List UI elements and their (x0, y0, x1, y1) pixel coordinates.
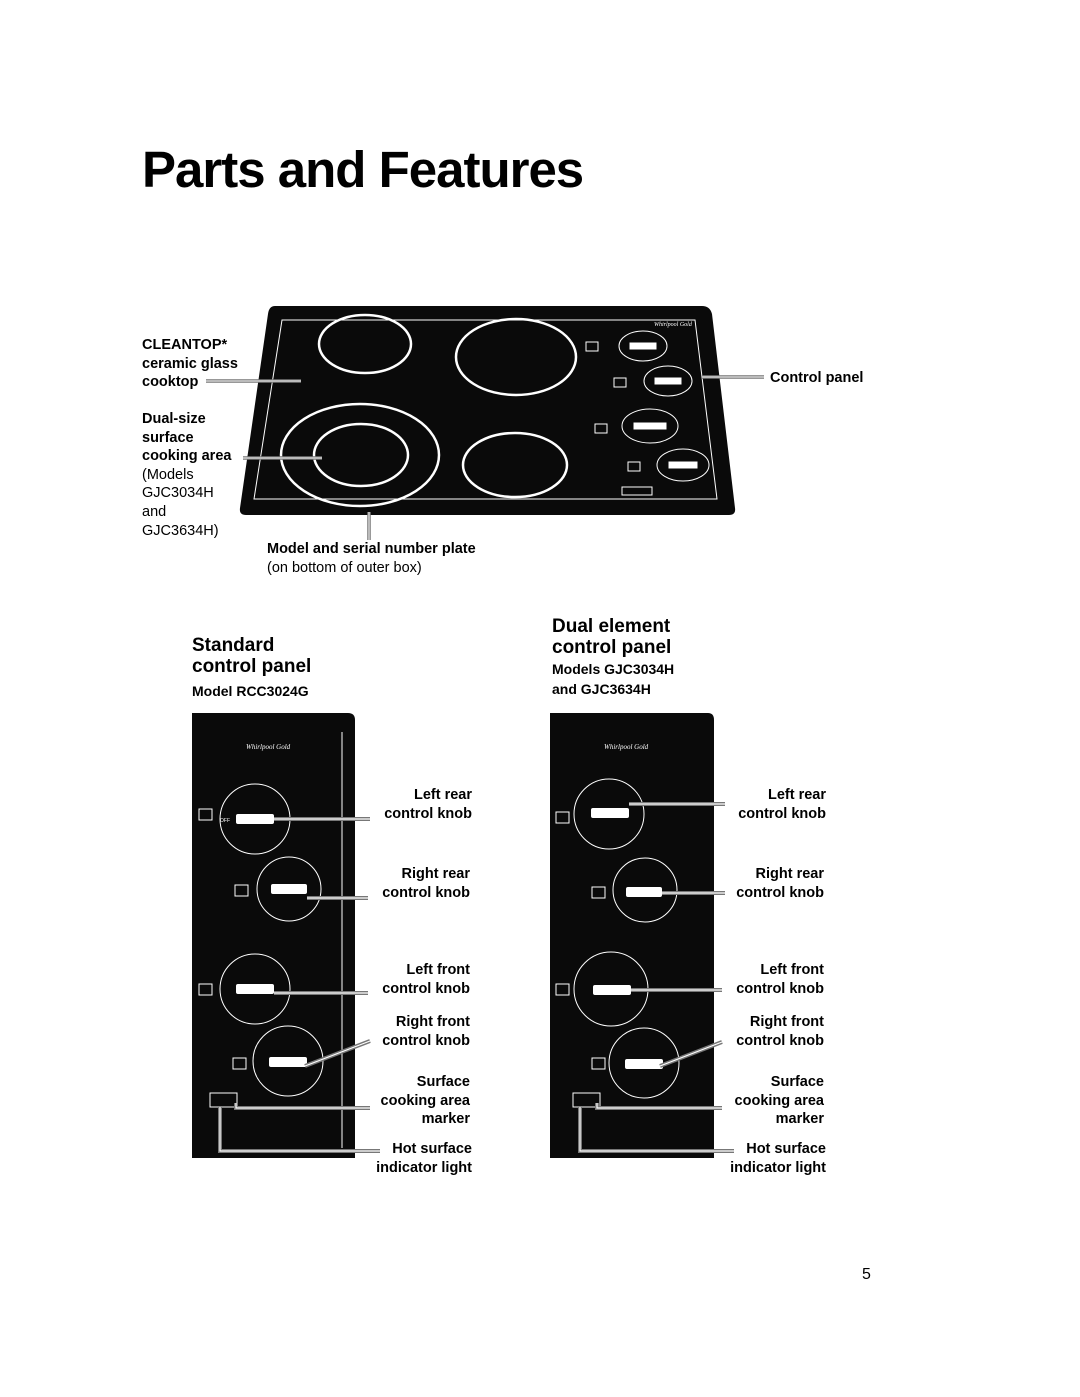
cleantop-label: CLEANTOP* ceramic glass cooktop (142, 337, 238, 391)
dual-size-label: Dual-size surface cooking area (Models G… (142, 411, 232, 539)
page-title: Parts and Features (142, 141, 584, 198)
cooktop-logo: Whirlpool Gold (654, 322, 693, 328)
control-panel-label: Control panel (770, 370, 864, 386)
burner-right-front (461, 431, 569, 499)
burner-left-front-outer (279, 402, 441, 508)
cooktop-illustration: Whirlpool Gold (206, 306, 764, 540)
standard-panel-model: Model RCC3024G (192, 683, 309, 699)
burner-right-rear (454, 317, 578, 397)
dual-panel-models: Models GJC3034H and GJC3634H (552, 661, 675, 697)
cooktop-inner-outline (253, 319, 718, 500)
standard-off-mark: OFF (220, 818, 230, 824)
cooktop-glass (239, 306, 736, 515)
burner-left-front-inner (312, 422, 410, 488)
burner-left-rear (317, 313, 413, 375)
dual-panel-logo: Whirlpool Gold (604, 743, 649, 751)
standard-panel-logo: Whirlpool Gold (246, 743, 291, 751)
page-number: 5 (862, 1266, 871, 1283)
dual-panel-heading: Dual element control panel (552, 616, 672, 658)
model-plate-label: Model and serial number plate (on bottom… (267, 541, 476, 576)
cooktop-knobs (585, 330, 710, 496)
standard-panel-heading: Standard control panel (192, 635, 312, 677)
